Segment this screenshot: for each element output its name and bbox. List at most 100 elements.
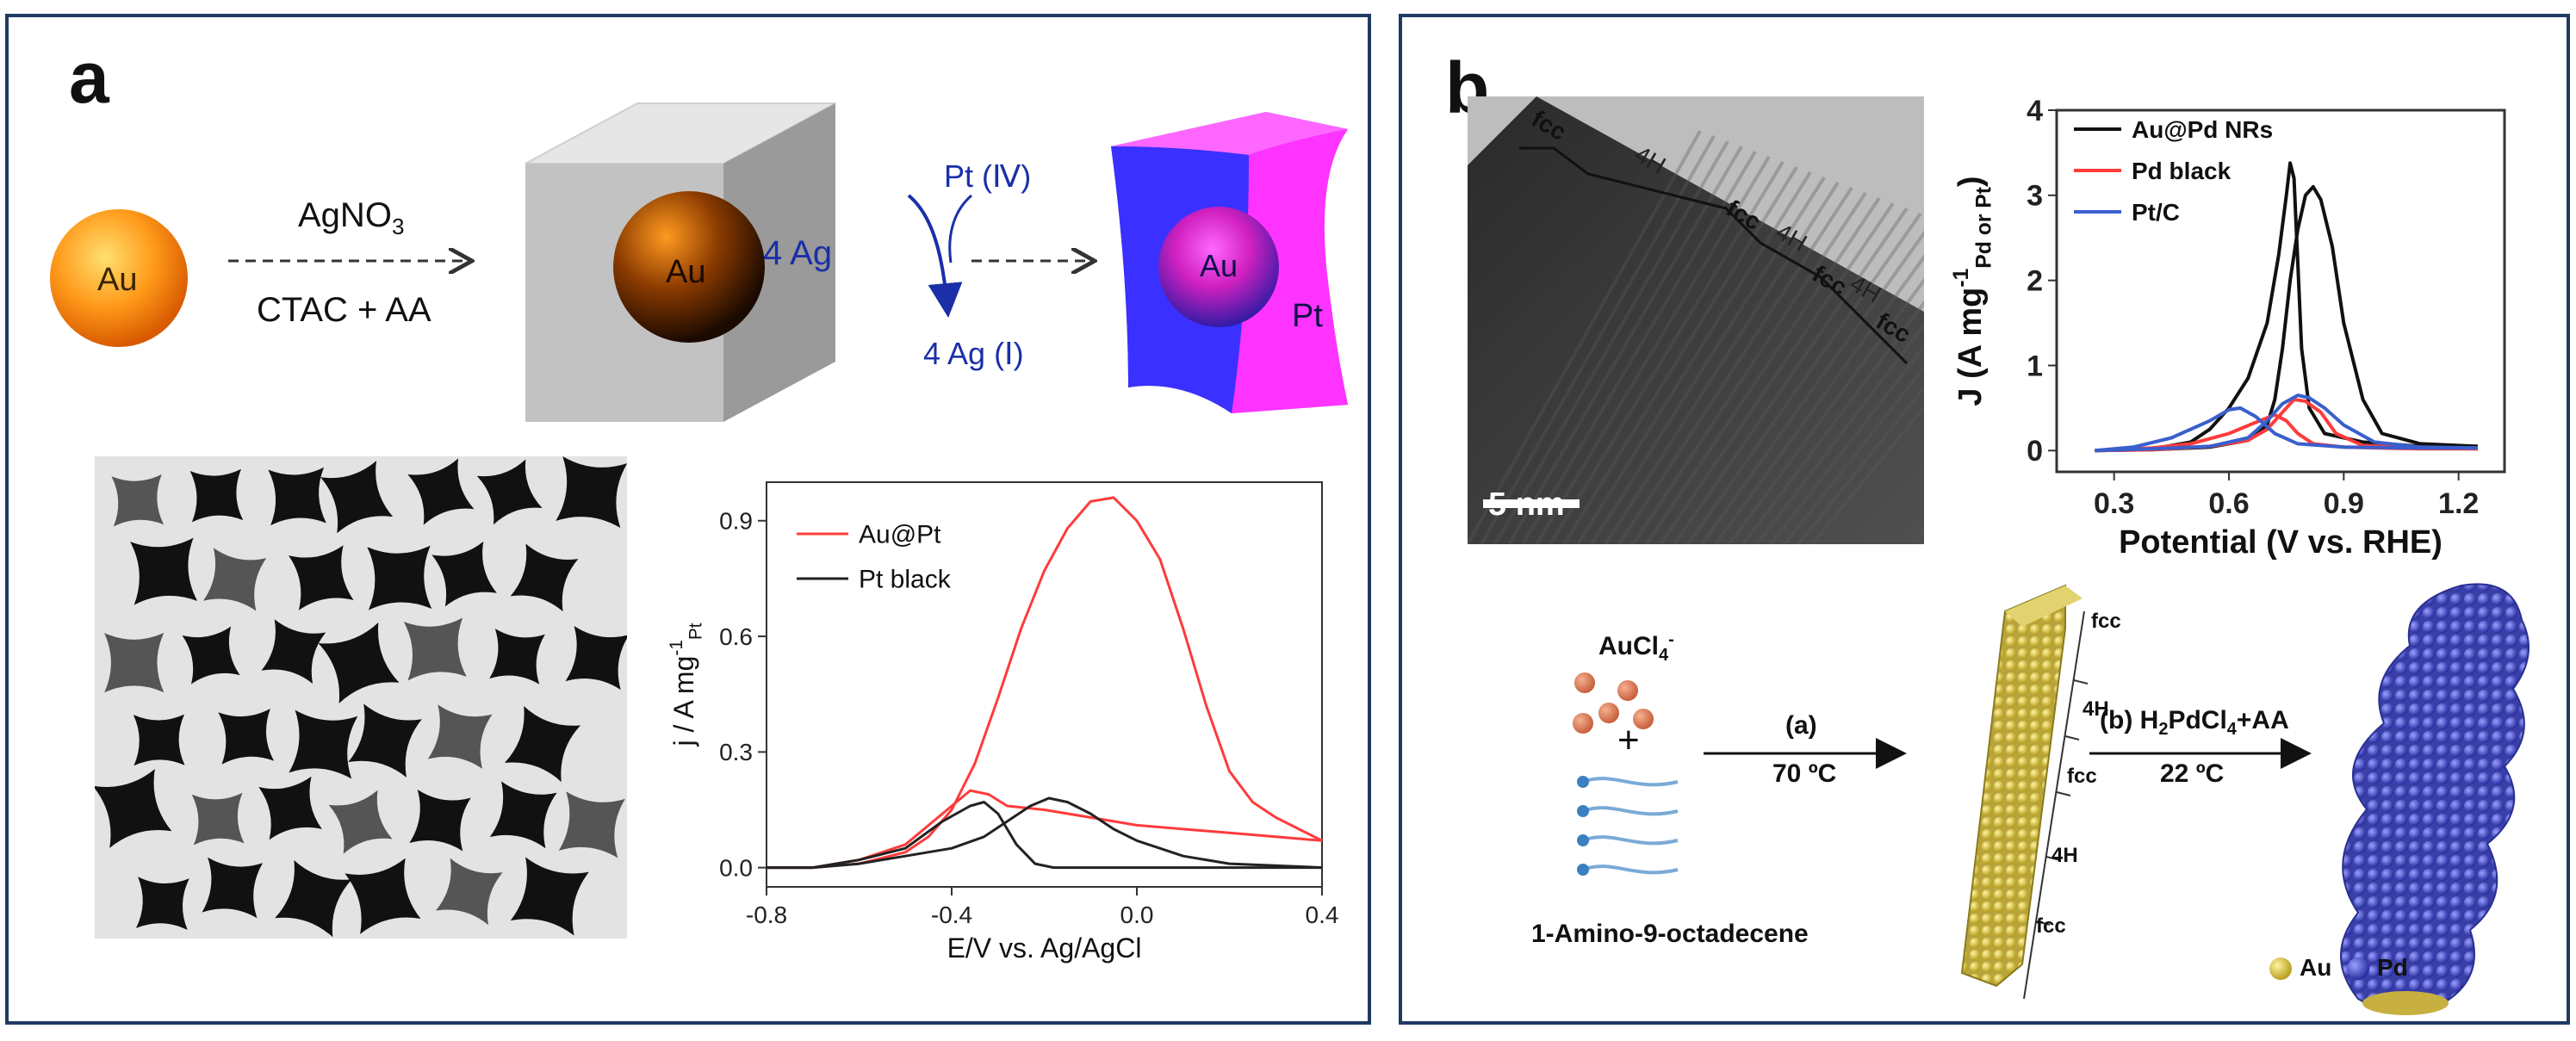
y-axis-label: j / A mg-1Pt [667, 623, 705, 747]
scale-bar-label: 5 nm [1488, 486, 1565, 523]
series-line-reverse [2095, 393, 2478, 453]
ligand-label: 1-Amino-9-octadecene [1531, 920, 1809, 948]
y-tick-label: 0.9 [719, 508, 753, 535]
nanoparticle [345, 858, 421, 934]
step1-reagent-top: AgNO3 [298, 196, 405, 239]
nanoparticle [202, 857, 264, 919]
legend-label: Au@Pt [859, 521, 941, 549]
hrtem-image-au-rod [1468, 96, 1924, 544]
rod-phase-brackets [2023, 610, 2089, 1000]
legend-label: Pt black [859, 566, 952, 594]
nanoparticle [489, 781, 557, 849]
precursor-ion [1573, 713, 1593, 734]
precursor-ion [1633, 709, 1654, 729]
nanoparticle [191, 792, 245, 846]
legend-label: Pt/C [2132, 199, 2180, 226]
legend-au-ball [2269, 957, 2292, 980]
x-tick-label: 1.2 [2438, 487, 2479, 520]
rod-phase-label: fcc [2036, 914, 2066, 938]
nanoparticle [202, 548, 267, 611]
series-line-reverse [2095, 184, 2478, 453]
nanoparticle [288, 545, 354, 610]
series-line-forward [767, 789, 1323, 870]
nanoparticle [320, 461, 394, 534]
nanoparticle [218, 709, 275, 765]
nanoparticle [258, 776, 322, 840]
au-pt-synthesis-scheme [50, 102, 1348, 422]
scale-bar [1483, 499, 1580, 508]
series-line-forward [767, 801, 1322, 870]
nanoparticle [510, 543, 579, 612]
x-tick-label: 0.9 [2324, 487, 2364, 520]
au-pt-concave-cube [1111, 112, 1348, 413]
nanoparticle [510, 857, 589, 936]
plot-frame [766, 481, 1323, 888]
rod-phase-label: fcc [2067, 765, 2097, 788]
series-line-forward [2095, 161, 2478, 453]
nanoparticle [318, 622, 400, 703]
x-tick-label: -0.8 [746, 902, 787, 928]
au-pd-synthesis-scheme [1573, 583, 2529, 1015]
nanoparticle [476, 459, 543, 525]
y-tick-label: 3 [2027, 180, 2043, 213]
series-line-reverse [767, 796, 1323, 870]
nanoparticle [489, 629, 545, 685]
panel-a-letter: a [69, 37, 109, 118]
plot-frame [2055, 108, 2506, 474]
x-axis-label: E/V vs. Ag/AgCl [947, 933, 1142, 964]
panel-a: a [5, 14, 1371, 1025]
y-tick-label: 1 [2027, 350, 2043, 382]
nanoparticle [435, 858, 503, 926]
legend-pd-label: Pd [2377, 954, 2408, 981]
au-pd-nanorod [2340, 583, 2529, 1015]
nanoparticle [407, 458, 475, 525]
step-a-temperature: 70 ºC [1772, 759, 1837, 788]
rod-phase-label: fcc [2091, 610, 2121, 633]
nanoparticle [104, 633, 164, 693]
y-tick-label: 4 [2027, 95, 2043, 127]
precursor-ion [1617, 680, 1638, 701]
legend-au-label: Au [2300, 954, 2332, 981]
precursor-ion [1574, 672, 1595, 693]
nanoparticle [328, 790, 393, 854]
nanoparticle [189, 468, 244, 523]
nanoparticle [275, 860, 352, 938]
y-axis-label: J (A mg-1Pd or Pt) [1950, 176, 1996, 406]
nanoparticle [182, 626, 240, 685]
legend-pd-ball [2347, 957, 2369, 980]
x-tick-label: 0.3 [2094, 487, 2134, 520]
step-b-temperature: 22 ºC [2160, 759, 2225, 788]
x-tick-label: 0.0 [1120, 902, 1154, 928]
au-nanorod [1960, 584, 2083, 988]
nanoparticle [130, 537, 198, 605]
y-tick-label: 0.6 [719, 623, 753, 650]
nanoparticle [403, 617, 467, 681]
ag-to-agi-arrow [907, 194, 963, 318]
step-a-label: (a) [1785, 711, 1817, 740]
rod-phase-label: 4H [2051, 844, 2078, 867]
rod-phase-label: 4H [2083, 697, 2109, 721]
legend-label: Pd black [2132, 158, 2231, 184]
precursor-label: AuCl4- [1598, 630, 1674, 665]
nanoparticle [558, 791, 625, 858]
x-tick-label: 0.4 [1306, 902, 1339, 928]
nanoparticle [565, 625, 627, 691]
nanoparticle [348, 703, 422, 778]
pt-iv-label: Pt (Ⅳ) [944, 158, 1032, 194]
nanoparticle [268, 467, 326, 526]
nanoparticle [135, 877, 189, 931]
nanoparticle [556, 456, 627, 529]
y-tick-label: 0.0 [719, 854, 753, 881]
au-seed-label: Au [97, 262, 138, 298]
nanoparticle [111, 474, 164, 527]
series-line-reverse [767, 496, 1323, 870]
nanoparticle [367, 545, 432, 610]
ag-i-label: 4 Ag (Ⅰ) [923, 336, 1024, 371]
nanoparticle [289, 709, 358, 779]
step-b-label: (b) H2PdCl4+AA [2100, 706, 2289, 739]
nanoparticle [409, 790, 471, 852]
nanoparticle [504, 706, 581, 783]
